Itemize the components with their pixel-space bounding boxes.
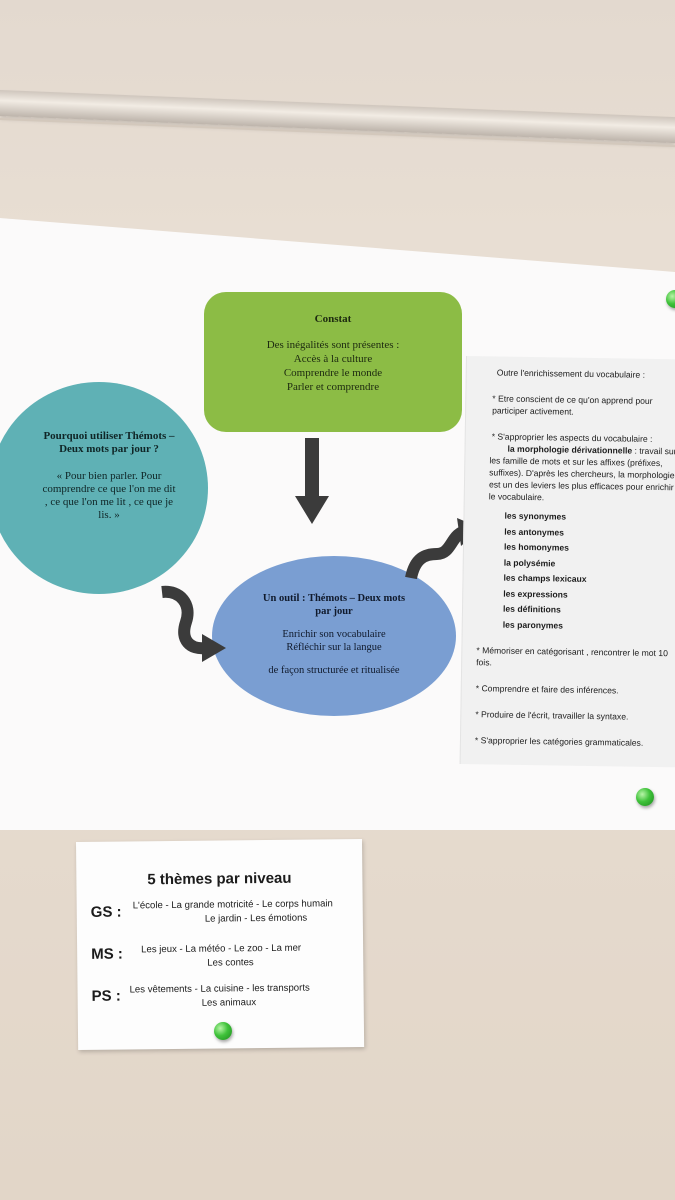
objective-item: * Produire de l'écrit, travailler la syn… <box>475 709 629 722</box>
constat-line: Des inégalités sont présentes : <box>266 339 400 351</box>
aspect-list: les synonymes les antonymes les homonyme… <box>503 509 675 636</box>
level-themes-line: Les contes <box>207 957 254 969</box>
level-code-gs: GS : <box>90 903 122 921</box>
objective-bold: la morphologie dérivationnelle <box>507 443 633 456</box>
level-themes-line: Les vêtements - La cuisine - les transpo… <box>129 982 310 996</box>
themes-sheet: 5 thèmes par niveau GS : L'école - La gr… <box>76 839 365 1050</box>
objectives-intro: Outre l'enrichissement du vocabulaire : <box>496 367 646 380</box>
why-circle: Pourquoi utiliser Thémots – Deux mots pa… <box>0 382 208 594</box>
tool-line: Réfléchir sur la langue <box>286 642 382 653</box>
level-themes-line: Le jardin - Les émotions <box>204 912 308 925</box>
constat-title: Constat <box>314 313 352 325</box>
board-rail <box>0 90 675 144</box>
constat-line: Comprendre le monde <box>283 367 383 379</box>
constat-line: Parler et comprendre <box>286 381 380 393</box>
push-pin-icon <box>636 788 654 806</box>
themes-title: 5 thèmes par niveau <box>147 869 292 889</box>
tool-line: de façon structurée et ritualisée <box>268 665 400 676</box>
objective-item: * Mémoriser en catégorisant , rencontrer… <box>476 645 668 668</box>
constat-line: Accès à la culture <box>293 353 373 365</box>
level-code-ps: PS : <box>91 987 121 1005</box>
objective-item: * Etre conscient de ce qu'on apprend pou… <box>492 393 653 417</box>
push-pin-icon <box>666 290 675 308</box>
down-arrow-icon <box>295 438 329 524</box>
level-themes-line: Les jeux - La météo - Le zoo - La mer <box>141 942 302 956</box>
level-code-ms: MS : <box>91 945 123 963</box>
tool-line: Enrichir son vocabulaire <box>282 629 386 640</box>
why-question: Pourquoi utiliser Thémots – Deux mots pa… <box>43 430 175 455</box>
level-themes-line: Les animaux <box>201 997 257 1009</box>
constat-box: Constat Des inégalités sont présentes : … <box>204 292 462 432</box>
objective-item: * S'approprier les catégories grammatica… <box>474 735 644 748</box>
curved-arrow-icon <box>161 585 226 662</box>
tool-ellipse: Un outil : Thémots – Deux mots par jour … <box>212 556 456 716</box>
objectives-box: Outre l'enrichissement du vocabulaire : … <box>459 356 675 768</box>
push-pin-icon <box>214 1022 232 1040</box>
objective-detail: la morphologie dérivationnelle : travail… <box>489 442 675 505</box>
objective-item: * Comprendre et faire des inférences. <box>475 683 619 696</box>
aspect-item: les paronymes <box>502 619 564 631</box>
tool-title: Un outil : Thémots – Deux mots par jour <box>262 593 406 617</box>
why-quote: « Pour bien parler. Pour comprendre ce q… <box>42 470 176 521</box>
